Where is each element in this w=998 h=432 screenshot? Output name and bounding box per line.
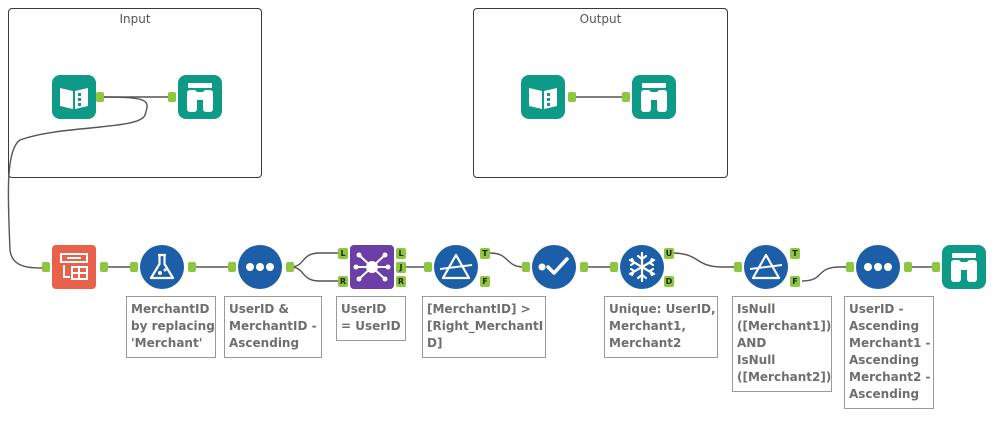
filter2-input-anchor[interactable]	[734, 262, 742, 272]
filter2-true-anchor[interactable]: T	[790, 248, 800, 259]
filter1-false-anchor[interactable]: F	[480, 276, 490, 287]
filter2-annotation: IsNull ([Merchant1]) AND IsNull ([Mercha…	[732, 296, 832, 392]
input1-output-anchor[interactable]	[96, 92, 104, 102]
browse-tool-1[interactable]	[178, 75, 222, 119]
flask-icon	[149, 253, 175, 280]
filter1-input-anchor[interactable]	[424, 262, 432, 272]
text-to-columns-icon	[60, 253, 88, 280]
triangle-icon	[749, 253, 783, 280]
join-icon	[353, 252, 391, 282]
browse-tool-3[interactable]	[942, 245, 986, 289]
sort2-input-anchor[interactable]	[846, 262, 854, 272]
select-input-anchor[interactable]	[522, 262, 530, 272]
sort-tool-1[interactable]	[238, 245, 282, 289]
filter-tool-2[interactable]	[744, 245, 788, 289]
checkmark-icon	[538, 257, 569, 275]
join-right-input-anchor[interactable]: R	[338, 276, 348, 287]
filter1-true-anchor[interactable]: T	[480, 248, 490, 259]
sort2-annotation: UserID - Ascending Merchant1 - Ascending…	[844, 296, 934, 409]
input-data-tool-1[interactable]	[52, 75, 96, 119]
textcolumns-input-anchor[interactable]	[42, 262, 50, 272]
unique-tool[interactable]	[620, 245, 664, 289]
filter1-annotation: [MerchantID] > [Right_MerchantI D]	[422, 296, 546, 358]
input2-output-anchor[interactable]	[568, 92, 576, 102]
select-output-anchor[interactable]	[580, 262, 588, 272]
sort1-input-anchor[interactable]	[228, 262, 236, 272]
formula-output-anchor[interactable]	[188, 262, 196, 272]
browse3-input-anchor[interactable]	[932, 262, 940, 272]
select-tool[interactable]	[532, 245, 576, 289]
formula-annotation: MerchantID by replacing 'Merchant'	[126, 296, 216, 358]
unique-d-anchor[interactable]: D	[664, 276, 674, 287]
wire-sort1-join-left	[289, 252, 338, 268]
binoculars-icon	[187, 83, 213, 112]
output-container-title: Output	[579, 12, 622, 26]
input-data-tool-2[interactable]	[521, 75, 565, 119]
textcolumns-output-anchor[interactable]	[100, 262, 108, 272]
binoculars-icon	[641, 83, 667, 112]
formula-tool[interactable]	[140, 245, 184, 289]
filter-tool-1[interactable]	[434, 245, 478, 289]
sort1-annotation: UserID & MerchantID - Ascending	[224, 296, 322, 358]
book-icon	[529, 88, 557, 109]
sort1-output-anchor[interactable]	[286, 262, 294, 272]
wire-input1-textcolumns	[7, 96, 148, 269]
book-icon	[60, 88, 88, 109]
browse2-input-anchor[interactable]	[622, 92, 630, 102]
input-container-title: Input	[119, 12, 151, 26]
wire-sort1-join-right	[289, 266, 338, 282]
dots-icon	[864, 263, 892, 271]
filter2-false-anchor[interactable]: F	[790, 276, 800, 287]
triangle-icon	[439, 253, 473, 280]
wire-filter2-sort2	[801, 266, 848, 282]
join-right-output-anchor[interactable]: R	[396, 276, 406, 287]
unique-annotation: Unique: UserID, Merchant1, Merchant2	[604, 296, 718, 358]
join-join-output-anchor[interactable]: J	[396, 262, 406, 273]
sort-tool-2[interactable]	[856, 245, 900, 289]
sort2-output-anchor[interactable]	[904, 262, 912, 272]
snowflake-icon	[628, 251, 656, 283]
formula-input-anchor[interactable]	[130, 262, 138, 272]
join-tool[interactable]	[350, 245, 394, 289]
unique-input-anchor[interactable]	[610, 262, 618, 272]
dots-icon	[246, 263, 274, 271]
browse-tool-2[interactable]	[632, 75, 676, 119]
join-annotation: UserID = UserID	[336, 296, 406, 341]
join-left-input-anchor[interactable]: L	[338, 248, 348, 259]
text-to-columns-tool[interactable]	[52, 245, 96, 289]
join-left-output-anchor[interactable]: L	[396, 248, 406, 259]
browse1-input-anchor[interactable]	[168, 92, 176, 102]
wire-unique-filter2	[671, 252, 736, 268]
output-container[interactable]: Output	[473, 8, 728, 178]
unique-u-anchor[interactable]: U	[664, 248, 674, 259]
binoculars-icon	[951, 253, 977, 282]
